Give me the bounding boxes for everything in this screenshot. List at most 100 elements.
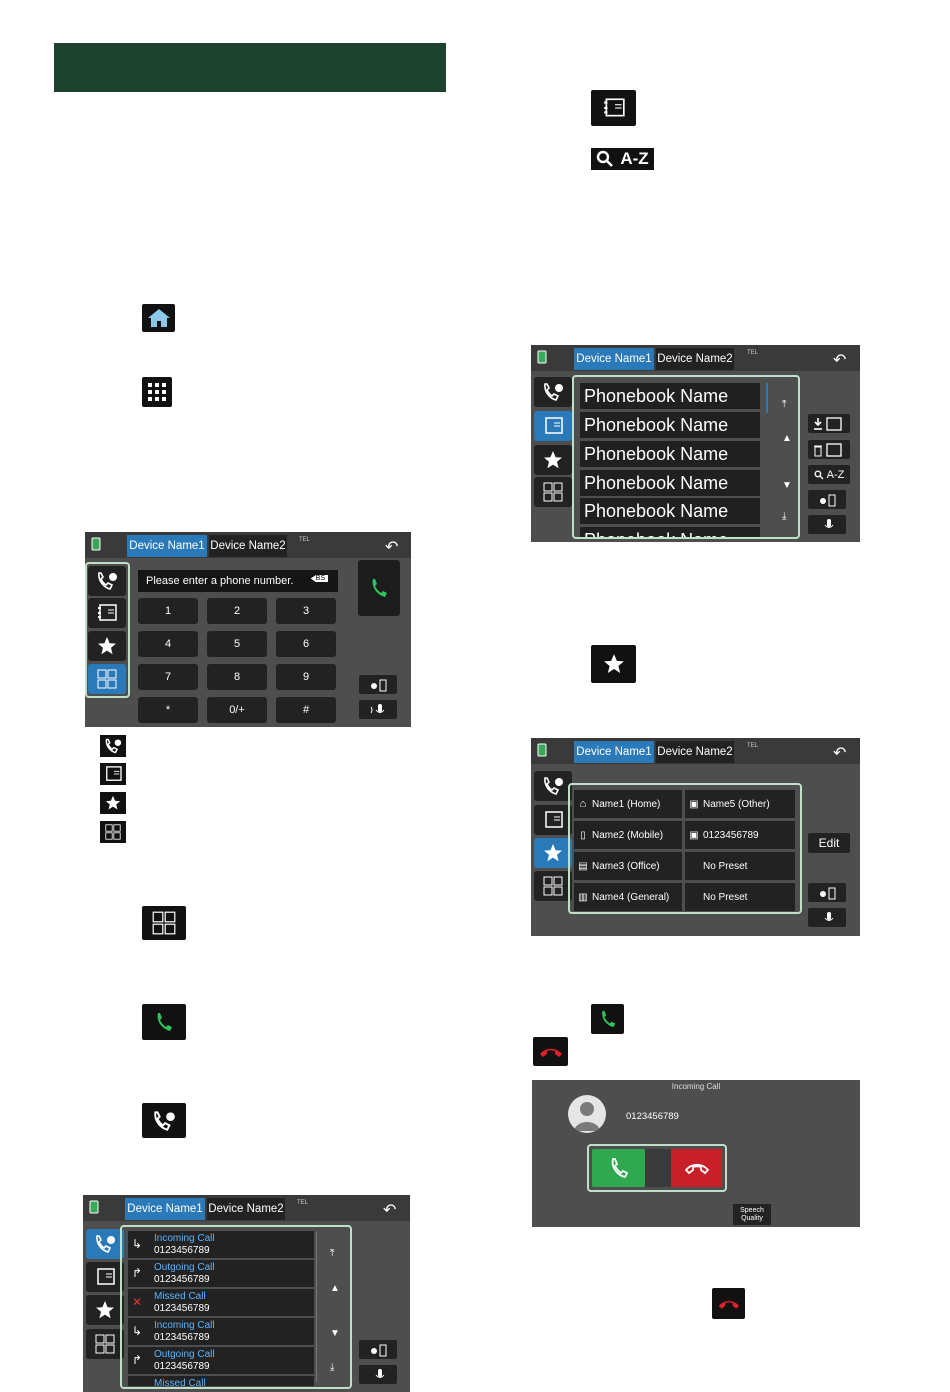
edit-button[interactable]: Edit <box>808 833 850 853</box>
call-log-button[interactable] <box>88 566 126 596</box>
device-settings-icon <box>371 679 387 691</box>
search-az-button[interactable]: A-Z <box>808 465 850 484</box>
dial-key[interactable]: 3 <box>276 598 336 624</box>
dial-key[interactable]: 9 <box>276 664 336 690</box>
scrollbar-track[interactable] <box>316 1232 317 1382</box>
call-log-button[interactable] <box>534 377 572 407</box>
dialpad-button[interactable] <box>534 477 572 507</box>
dialpad-button[interactable] <box>88 664 126 694</box>
list-item[interactable]: Phonebook Name <box>580 470 760 496</box>
voice-recognition-button[interactable] <box>359 1365 397 1384</box>
back-button[interactable]: ↶ <box>383 1202 397 1219</box>
phonebook-button[interactable] <box>88 598 126 628</box>
other-icon: ▣ <box>689 829 699 841</box>
favorite-preset[interactable]: ▣Name5 (Other) <box>685 790 795 818</box>
phone-app-icon <box>89 1200 99 1214</box>
number-display[interactable]: Please enter a phone number. BS <box>138 570 338 592</box>
back-button[interactable]: ↶ <box>833 745 847 762</box>
tab-device-name2[interactable]: Device Name2 <box>656 348 734 370</box>
dial-key[interactable]: 7 <box>138 664 198 690</box>
favorite-preset[interactable]: ▥Name4 (General) <box>574 883 682 911</box>
page-bottom-icon[interactable]: ⤓ <box>330 1362 335 1373</box>
call-log-button[interactable] <box>534 771 572 801</box>
page-top-icon[interactable]: ⤒ <box>782 399 787 410</box>
tab-device-name1[interactable]: Device Name1 <box>574 348 654 370</box>
phonebook-button[interactable] <box>86 1262 124 1292</box>
favorites-button[interactable] <box>86 1295 124 1325</box>
dialpad-button[interactable] <box>86 1329 124 1359</box>
favorite-preset[interactable]: ▣0123456789 <box>685 821 795 849</box>
list-item[interactable]: Phonebook Name <box>580 383 760 409</box>
tab-device-name1[interactable]: Device Name1 <box>125 1198 205 1220</box>
list-item[interactable]: Missed Call <box>128 1376 314 1386</box>
phonebook-list[interactable]: Phonebook Name Phonebook Name Phonebook … <box>572 375 800 539</box>
bluetooth-setup-button[interactable] <box>359 1340 397 1359</box>
end-call-icon <box>533 1037 568 1066</box>
phonebook-button[interactable] <box>534 411 572 441</box>
bluetooth-setup-button[interactable] <box>808 883 846 902</box>
dial-key[interactable]: # <box>276 697 336 723</box>
call-type: Missed Call <box>154 1378 206 1386</box>
bluetooth-setup-button[interactable] <box>808 490 846 509</box>
tab-device-name2[interactable]: Device Name2 <box>209 535 287 557</box>
list-item[interactable]: Phonebook Name <box>580 412 760 438</box>
scroll-down-icon[interactable]: ▼ <box>782 480 792 491</box>
dial-key[interactable]: 4 <box>138 631 198 657</box>
list-item[interactable]: Phonebook Name <box>580 498 760 524</box>
favorites-button[interactable] <box>534 445 572 475</box>
mobile-icon: ▯ <box>580 829 586 841</box>
page-bottom-icon[interactable]: ⤓ <box>782 511 787 522</box>
favorites-button[interactable] <box>534 838 572 868</box>
dial-key[interactable]: 1 <box>138 598 198 624</box>
tab-device-name2[interactable]: Device Name2 <box>207 1198 285 1220</box>
scrollbar-thumb[interactable] <box>766 383 768 413</box>
scroll-down-icon[interactable]: ▼ <box>330 1328 340 1339</box>
favorites-button[interactable] <box>88 631 126 661</box>
download-phonebook-button[interactable] <box>808 414 850 433</box>
bluetooth-setup-button[interactable] <box>359 675 397 694</box>
tab-device-name1[interactable]: Device Name1 <box>574 741 654 763</box>
scroll-up-icon[interactable]: ▲ <box>782 433 792 444</box>
dial-key[interactable]: * <box>138 697 198 723</box>
back-button[interactable]: ↶ <box>385 539 399 556</box>
dial-key[interactable]: 5 <box>207 631 267 657</box>
dialpad-button[interactable] <box>534 871 572 901</box>
dialpad-icon <box>543 876 563 896</box>
favorite-preset[interactable]: ▯Name2 (Mobile) <box>574 821 682 849</box>
incoming-call-screen: Incoming Call 0123456789 Speech Quality <box>532 1080 860 1227</box>
list-item[interactable]: Phonebook Name <box>580 527 760 537</box>
apps-grid-icon <box>142 377 172 407</box>
answer-button[interactable] <box>592 1149 645 1187</box>
speech-quality-button[interactable]: Speech Quality <box>733 1204 771 1225</box>
dial-key[interactable]: 0/+ <box>207 697 267 723</box>
voice-recognition-button[interactable] <box>808 515 846 534</box>
list-item[interactable]: Phonebook Name <box>580 441 760 467</box>
tab-device-name1[interactable]: Device Name1 <box>127 535 207 557</box>
page-top-icon[interactable]: ⤒ <box>330 1248 335 1259</box>
scroll-up-icon[interactable]: ▲ <box>330 1283 340 1294</box>
back-button[interactable]: ↶ <box>833 352 847 369</box>
tab-device-name2[interactable]: Device Name2 <box>656 741 734 763</box>
call-button[interactable] <box>358 560 400 616</box>
call-log-button[interactable] <box>86 1229 124 1259</box>
phonebook-button[interactable] <box>534 805 572 835</box>
favorite-preset[interactable]: No Preset <box>685 852 795 880</box>
call-type: Missed Call <box>154 1291 206 1302</box>
reject-button[interactable] <box>671 1149 722 1187</box>
delete-phonebook-button[interactable] <box>808 440 850 459</box>
favorite-preset[interactable]: No Preset <box>685 883 795 911</box>
favorite-preset[interactable]: ⌂Name1 (Home) <box>574 790 682 818</box>
favorite-preset[interactable]: ▤Name3 (Office) <box>574 852 682 880</box>
dial-key[interactable]: 6 <box>276 631 336 657</box>
backspace-button[interactable]: BS <box>310 575 328 582</box>
voice-recognition-button[interactable] <box>359 700 397 719</box>
dial-key[interactable]: 2 <box>207 598 267 624</box>
dial-key[interactable]: 8 <box>207 664 267 690</box>
voice-recognition-button[interactable] <box>808 908 846 927</box>
